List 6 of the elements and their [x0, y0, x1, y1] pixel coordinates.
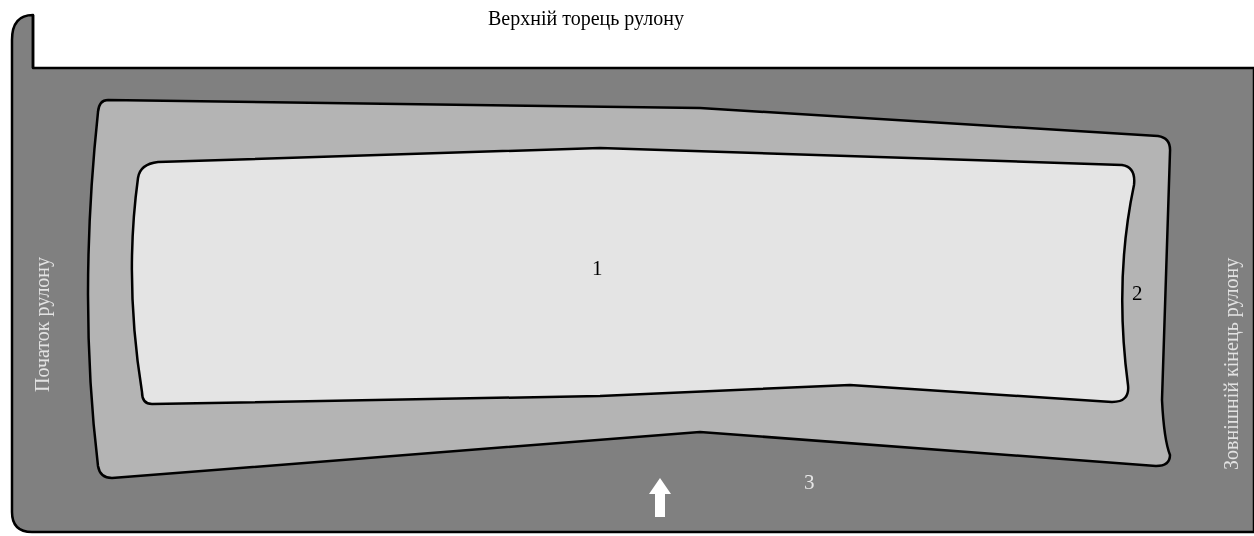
- zone-number: 1: [592, 256, 603, 280]
- roll-side-caption: Зовнішній кінець рулону: [1219, 257, 1243, 470]
- roll-top-caption: Верхній торець рулону: [488, 6, 684, 30]
- zone-number: 3: [804, 470, 815, 494]
- zone-number: 2: [1132, 281, 1143, 305]
- roll-side-caption: Початок рулону: [30, 256, 54, 392]
